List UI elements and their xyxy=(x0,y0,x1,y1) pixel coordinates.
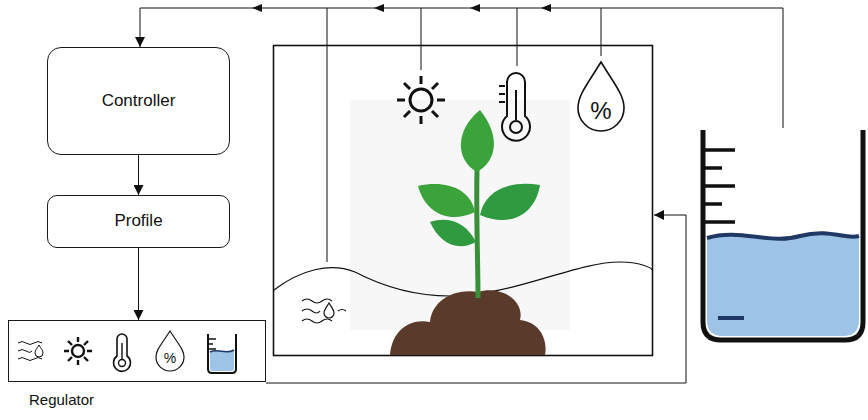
drop-shape xyxy=(156,331,184,371)
thermometer-scale xyxy=(499,86,516,120)
thermometer-bulb xyxy=(119,360,126,367)
actuation-wire xyxy=(266,215,686,383)
box-label: Profile xyxy=(114,211,162,231)
wave-line xyxy=(18,342,42,345)
plant-stem xyxy=(477,170,478,298)
process-box: Controller xyxy=(47,47,230,155)
ground-line xyxy=(274,262,652,296)
thermometer-body xyxy=(114,334,131,371)
temperature-sensor-icon xyxy=(499,73,530,141)
tank-water xyxy=(210,350,234,371)
light-sensor-icon xyxy=(397,76,445,124)
water-surface xyxy=(210,350,234,352)
drop-shape xyxy=(35,345,43,357)
sensor-wire xyxy=(517,8,518,66)
water-tank xyxy=(703,130,863,340)
sun-rays xyxy=(64,337,92,365)
icon-symbol: % xyxy=(590,99,611,123)
sun-disc xyxy=(410,89,432,111)
wave-line xyxy=(302,309,320,313)
growth-chamber xyxy=(274,46,653,356)
level-ticks xyxy=(703,150,735,222)
process-box: Regulator xyxy=(8,320,266,382)
flow-arrow xyxy=(470,4,480,12)
thermometer-scale xyxy=(121,343,122,359)
feedback-bus xyxy=(140,8,783,47)
flow-arrows xyxy=(252,4,551,12)
process-box: Profile xyxy=(47,195,230,248)
flow-arrow xyxy=(374,4,384,12)
water-tank xyxy=(208,334,236,373)
sun-rays xyxy=(397,76,445,124)
wave-line xyxy=(18,350,32,353)
sensor-wire xyxy=(783,8,784,128)
plant-leaf xyxy=(430,220,476,246)
soil-mound xyxy=(390,290,546,355)
wave-line xyxy=(302,319,332,323)
feedback-wires xyxy=(140,8,783,262)
flow-arrow xyxy=(138,155,139,195)
wave-line xyxy=(302,299,332,303)
regulator-icons xyxy=(18,331,236,373)
water-surface xyxy=(707,233,859,239)
plant-leaf xyxy=(461,110,494,172)
wave-line xyxy=(18,358,42,361)
sensor-wire xyxy=(327,8,328,262)
sensor-wire xyxy=(421,8,422,70)
plant-leaf xyxy=(418,184,475,217)
humidity-sensor-icon xyxy=(578,62,624,131)
flow-arrow xyxy=(138,248,139,320)
tank-water xyxy=(707,233,859,336)
drop-shape xyxy=(324,303,334,318)
box-label: Controller xyxy=(102,91,176,111)
flow-arrow xyxy=(541,4,551,12)
sensor-wire xyxy=(601,8,602,56)
thermometer-bulb xyxy=(510,121,522,133)
sun-disc xyxy=(72,345,84,357)
box-caption: Regulator xyxy=(29,391,94,409)
soil-moisture-icon xyxy=(302,299,346,323)
icon-symbol: % xyxy=(164,351,176,365)
level-ticks xyxy=(208,339,216,349)
flow-arrow xyxy=(252,4,262,12)
level-mark xyxy=(718,316,744,320)
wave-line xyxy=(338,310,346,312)
plant-leaf xyxy=(480,184,540,220)
